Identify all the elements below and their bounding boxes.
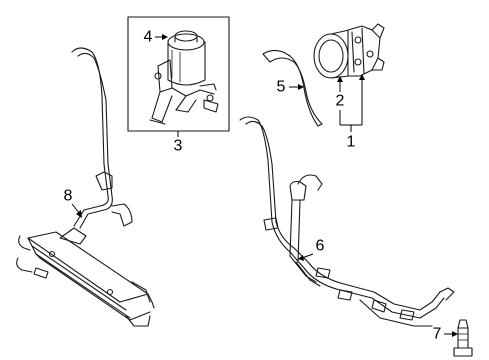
callout-5: 5 [277, 79, 286, 96]
callout-2: 2 [336, 93, 345, 110]
pump-return-hose [262, 49, 323, 127]
callout-6: 6 [316, 238, 325, 255]
pressure-hose-right [239, 116, 455, 327]
power-steering-pump [313, 23, 385, 79]
callout-1: 1 [347, 134, 356, 151]
pressure-line-left [71, 47, 133, 229]
reservoir-assembly [127, 16, 230, 132]
callout-4: 4 [144, 29, 153, 46]
reservoir-bracket [149, 59, 219, 125]
callout-labels: 4 3 5 2 1 8 6 7 [64, 29, 442, 343]
callout-3: 3 [174, 138, 183, 155]
callout-7: 7 [433, 326, 442, 343]
reservoir-tank [167, 30, 206, 86]
hose-fitting [453, 319, 473, 357]
callout-8: 8 [64, 188, 73, 205]
oil-cooler [16, 227, 155, 327]
callout-leaders [71, 34, 458, 337]
